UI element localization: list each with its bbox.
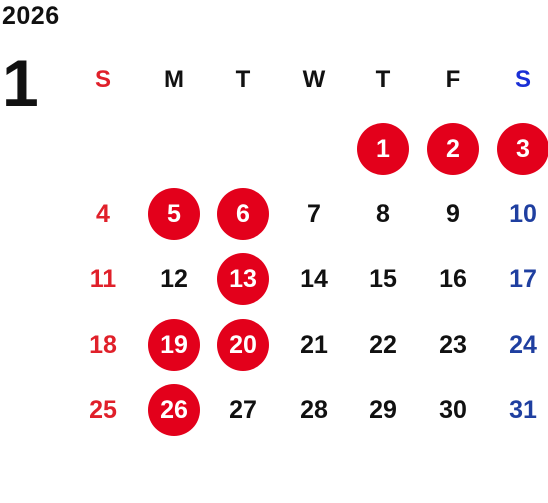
day-cell[interactable]: 18 [89,330,117,359]
holiday-day-cell[interactable]: 6 [217,188,269,240]
day-cell[interactable]: 23 [439,330,467,359]
holiday-day-cell[interactable]: 5 [148,188,200,240]
day-cell[interactable]: 29 [369,395,397,424]
day-cell[interactable]: 21 [300,330,328,359]
day-cell[interactable]: 22 [369,330,397,359]
weekday-header: S [514,66,531,93]
holiday-day-cell[interactable]: 2 [427,123,479,175]
day-cell[interactable]: 4 [96,199,110,228]
day-cell[interactable]: 12 [160,264,188,293]
weekday-header: F [445,66,461,93]
holiday-day-cell[interactable]: 26 [148,384,200,436]
holiday-day-cell[interactable]: 3 [497,123,548,175]
day-cell[interactable]: 30 [439,395,467,424]
holiday-day-cell[interactable]: 19 [148,319,200,371]
weekday-header: M [164,66,184,93]
day-cell[interactable]: 7 [307,199,321,228]
day-cell[interactable]: 9 [446,199,460,228]
day-cell[interactable]: 11 [89,264,117,293]
day-cell[interactable]: 16 [439,264,467,293]
day-cell[interactable]: 25 [89,395,117,424]
day-cell[interactable]: 14 [300,264,328,293]
weekday-header: W [302,66,326,93]
day-cell[interactable]: 15 [369,264,397,293]
holiday-day-cell[interactable]: 1 [357,123,409,175]
day-cell[interactable]: 8 [376,199,390,228]
day-cell[interactable]: 28 [300,395,328,424]
year-label: 2026 [2,2,60,30]
day-cell[interactable]: 10 [509,199,537,228]
holiday-day-cell[interactable]: 13 [217,253,269,305]
weekday-header: S [94,66,111,93]
day-cell[interactable]: 17 [509,264,537,293]
day-cell[interactable]: 24 [509,330,537,359]
weekday-header: T [235,66,251,93]
month-number: 1 [2,46,39,120]
day-cell[interactable]: 27 [229,395,257,424]
holiday-day-cell[interactable]: 20 [217,319,269,371]
weekday-header: T [375,66,391,93]
day-cell[interactable]: 31 [509,395,537,424]
